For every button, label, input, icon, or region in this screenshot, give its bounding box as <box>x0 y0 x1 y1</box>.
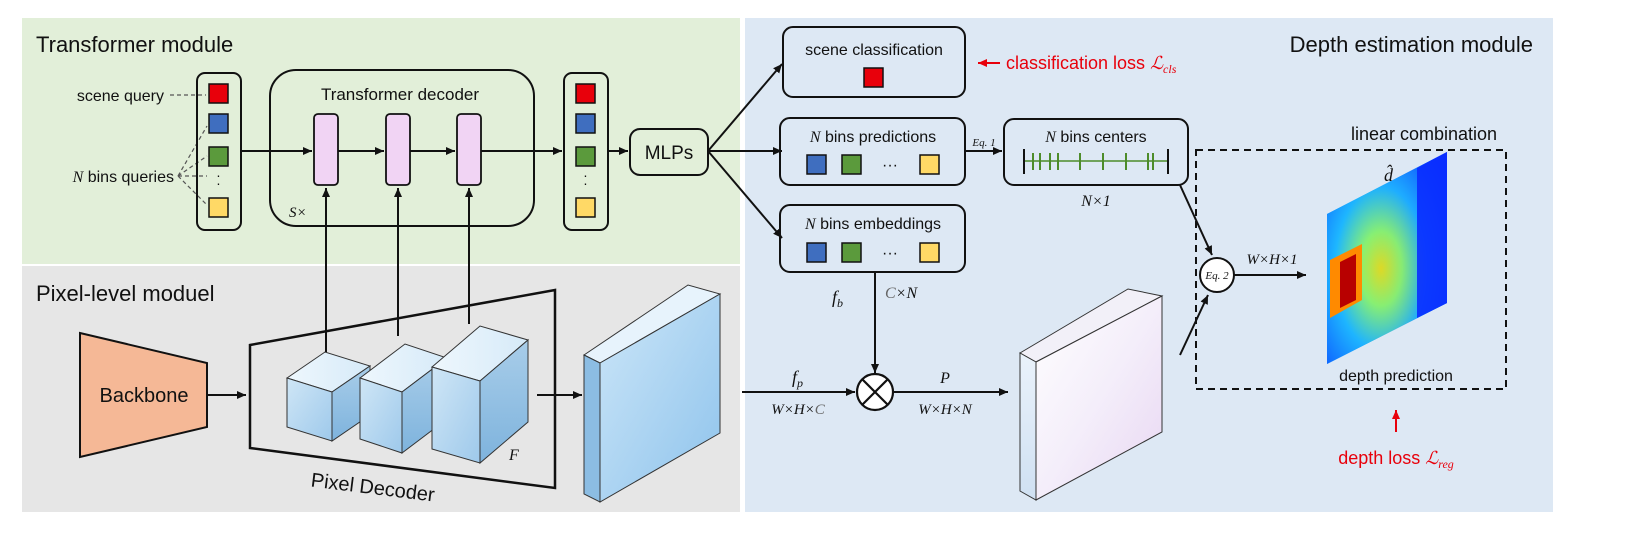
pixel-feature-map <box>583 284 722 503</box>
mlps-label: MLPs <box>645 143 694 164</box>
bins-centers-ruler <box>1023 149 1169 174</box>
bin-embedding-token <box>806 242 827 263</box>
scene-classification-box <box>782 26 966 98</box>
linear-combination-region <box>1195 149 1507 390</box>
bin-embedding-token <box>841 242 862 263</box>
bins-predictions-ellipsis: ··· <box>882 157 898 174</box>
transformer-decoder-title: Transformer decoder <box>321 85 479 104</box>
bin-query-token <box>208 197 229 218</box>
p-dims-label: W×H×N <box>918 402 973 418</box>
f-label: F <box>508 447 519 464</box>
bins-centers-box <box>1003 118 1189 186</box>
depth-loss-label: depth loss ℒreg <box>1338 448 1454 471</box>
decoder-layer-1 <box>313 113 339 186</box>
depth-prediction-map <box>1327 152 1447 364</box>
bin-prediction-token <box>919 154 940 175</box>
output-bin-token <box>575 197 596 218</box>
pixel-bin-probability-map <box>1019 288 1164 501</box>
bins-centers-title: N bins centers <box>1044 129 1146 146</box>
pixel-decoder-frame <box>248 288 557 490</box>
eq2-label: Eq. 2 <box>1204 270 1229 282</box>
bin-embedding-token <box>919 242 940 263</box>
pixel-module-title: Pixel-level moduel <box>36 281 215 306</box>
bin-query-token <box>208 146 229 167</box>
decoder-feature-cube-3 <box>430 325 530 465</box>
multiply-node <box>855 372 895 412</box>
decoder-repeat-label: S× <box>289 205 307 221</box>
depth-hat-label: d̂ <box>1384 164 1394 185</box>
depth-module-title: Depth estimation module <box>1290 32 1533 57</box>
bin-query-token <box>208 113 229 134</box>
bins-embeddings-title: N bins embeddings <box>804 216 941 233</box>
transformer-module-panel <box>22 18 740 264</box>
backbone-label: Backbone <box>100 385 189 407</box>
scene-query-label: scene query <box>77 88 164 105</box>
decoder-layer-3 <box>456 113 482 186</box>
bin-prediction-token <box>806 154 827 175</box>
bins-queries-label: N bins queries <box>72 169 174 186</box>
eq1-label: Eq. 1 <box>971 137 995 149</box>
output-scene-token <box>575 83 596 104</box>
output-bin-token <box>575 146 596 167</box>
svg-text:·: · <box>216 175 221 191</box>
linear-combination-label: linear combination <box>1351 124 1497 144</box>
svg-text:·: · <box>216 167 221 183</box>
svg-text:·: · <box>583 175 588 191</box>
scene-class-token <box>863 67 884 88</box>
scene-classification-title: scene classification <box>805 42 943 59</box>
depth-prediction-label: depth prediction <box>1339 368 1453 385</box>
bins-predictions-title: N bins predictions <box>809 129 936 146</box>
svg-text:·: · <box>583 167 588 183</box>
bins-embeddings-ellipsis: ··· <box>882 245 898 262</box>
transformer-decoder-box <box>269 69 535 227</box>
bins-embeddings-box <box>779 204 966 273</box>
cxn-label: C×N <box>885 285 918 302</box>
classification-loss-label: classification loss ℒcls <box>1006 53 1177 76</box>
transformer-module-title: Transformer module <box>36 32 233 57</box>
bin-prediction-token <box>841 154 862 175</box>
decoder-layer-2 <box>385 113 411 186</box>
fp-dims-label: W×H×C <box>771 402 826 418</box>
p-label: P <box>939 370 950 387</box>
fb-label: fb <box>832 287 843 310</box>
bins-centers-size: N×1 <box>1080 193 1110 210</box>
scene-query-token <box>208 83 229 104</box>
output-bin-token <box>575 113 596 134</box>
whx1-label: W×H×1 <box>1246 252 1297 268</box>
backbone-trapezoid <box>79 331 208 459</box>
fp-label: fp <box>792 367 803 390</box>
